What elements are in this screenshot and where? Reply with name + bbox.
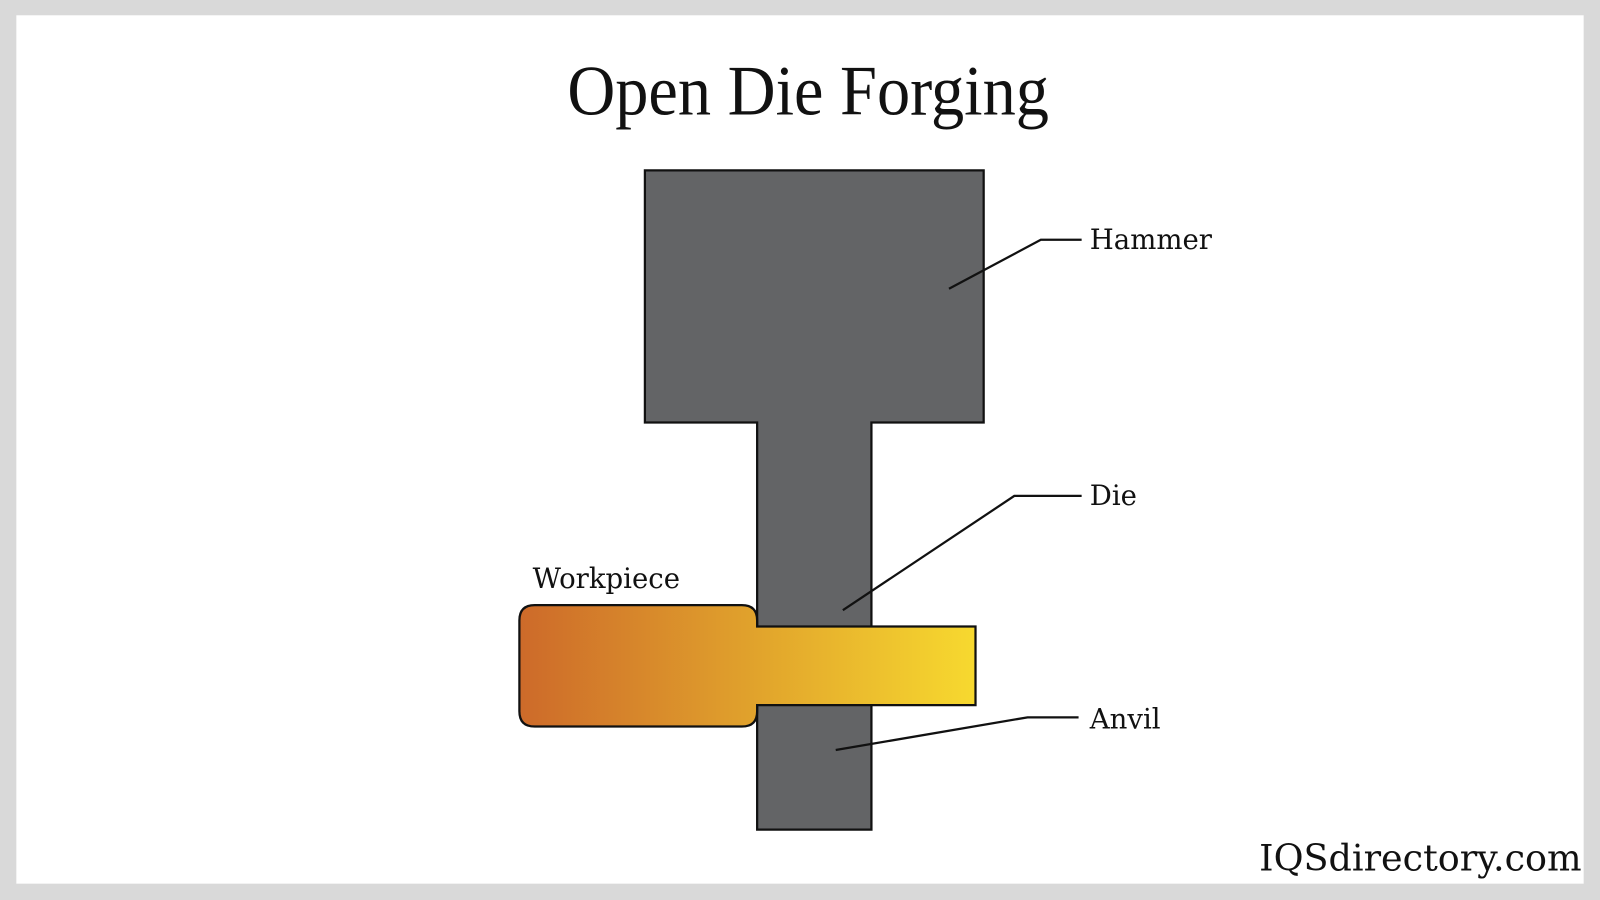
anvil-leader-line (835, 716, 1079, 752)
hammer-label: Hammer (1090, 224, 1213, 256)
diagram-title: Open Die Forging (567, 51, 1049, 130)
workpiece-label: Workpiece (533, 563, 680, 595)
anvil-label: Anvil (1089, 704, 1161, 736)
workpiece-shape (518, 603, 977, 728)
hammer-leader-line (948, 238, 1082, 290)
hammer-die-anvil-shape (643, 169, 985, 831)
die-leader-line (842, 494, 1082, 612)
die-label: Die (1090, 480, 1137, 512)
watermark: IQSdirectory.com (1259, 836, 1581, 879)
